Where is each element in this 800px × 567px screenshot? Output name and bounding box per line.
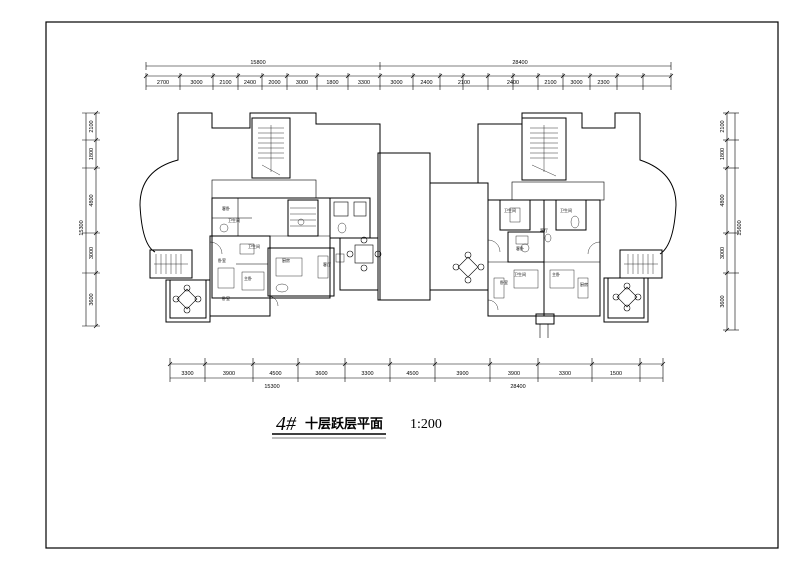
top-dim-label: 2400 — [420, 80, 432, 86]
left-unit-plan — [139, 112, 431, 323]
bottom-dim-label: 3300 — [559, 371, 571, 377]
top-dim-label: 3000 — [190, 80, 202, 86]
top-dim-label: 2400 — [507, 80, 519, 86]
bottom-dim-label: 3600 — [315, 371, 327, 377]
right-dimension-chain: 2100 1800 4800 3000 3600 15600 — [720, 110, 743, 333]
left-dim-label: 3600 — [89, 293, 95, 305]
title-number: 4# — [276, 413, 297, 435]
right-dim-label: 3600 — [720, 295, 726, 307]
room-label: 卫生间 — [514, 271, 526, 277]
left-dim-label: 1800 — [89, 148, 95, 160]
bottom-dim-label: 3300 — [361, 371, 373, 377]
top-dim-label: 1800 — [326, 80, 338, 86]
top-dim-label: 2300 — [597, 80, 609, 86]
room-label: 客卧 — [516, 245, 524, 251]
top-dim-label: 3000 — [296, 80, 308, 86]
room-label: 厨房 — [282, 257, 290, 263]
left-dimension-chain: 2100 1800 4800 3000 3600 15300 — [79, 110, 100, 329]
right-dim-label: 1800 — [720, 148, 726, 160]
left-dim-label: 2100 — [89, 120, 95, 132]
top-dim-label: 2400 — [244, 80, 256, 86]
bottom-dim-label: 1500 — [610, 371, 622, 377]
top-dimension-chain: 15800 28400 2700 3000 2100 2400 2000 3000 1800… — [143, 60, 674, 90]
top-dim-label: 3000 — [390, 80, 402, 86]
top-dim-label: 2700 — [157, 80, 169, 86]
drawing-title: 4# 十层跃层平面 1:200 — [272, 413, 442, 439]
left-dim-label: 4800 — [89, 194, 95, 206]
drawing-frame — [45, 21, 779, 549]
top-dim-label: 2000 — [268, 80, 280, 86]
top-total-right: 28400 — [512, 60, 527, 66]
bottom-dim-label: 4500 — [269, 371, 281, 377]
top-dim-label: 3300 — [358, 80, 370, 86]
bottom-dim-label: 3900 — [223, 371, 235, 377]
room-label: 厨房 — [580, 281, 588, 287]
room-label: 客厅 — [323, 261, 331, 267]
top-dim-label: 2100 — [458, 80, 470, 86]
top-dim-label: 2100 — [544, 80, 556, 86]
bottom-dim-label: 4500 — [406, 371, 418, 377]
title-scale: 1:200 — [410, 417, 442, 432]
right-room-labels: 卫生间卫生间客卧卫生间卧室主卧厨房客厅 — [500, 207, 588, 287]
room-label: 卫生间 — [560, 207, 572, 213]
room-label: 主卧 — [244, 275, 252, 281]
left-dim-label: 3000 — [89, 247, 95, 259]
bottom-dim-label: 3900 — [508, 371, 520, 377]
top-dim-label: 2100 — [219, 80, 231, 86]
room-label: 客卧 — [222, 205, 230, 211]
room-label: 卧室 — [500, 279, 508, 285]
bottom-dimension-chain: 3300 3900 4500 3600 3300 4500 3900 3900 3300 1500… — [167, 358, 666, 390]
right-unit-plan — [429, 112, 677, 338]
right-dim-label: 2100 — [720, 120, 726, 132]
bottom-total-right: 28400 — [510, 384, 525, 390]
room-label: 卧室 — [222, 295, 230, 301]
bottom-dim-label: 3900 — [456, 371, 468, 377]
bottom-dim-label: 3300 — [181, 371, 193, 377]
right-dim-label: 4800 — [720, 194, 726, 206]
room-label: 卫生间 — [504, 207, 516, 213]
room-label: 主卧 — [552, 271, 560, 277]
right-total: 15600 — [737, 220, 743, 235]
room-label: 卧室 — [218, 257, 226, 263]
title-text: 十层跃层平面 — [305, 416, 383, 432]
bottom-total-left: 15300 — [264, 384, 279, 390]
right-dim-label: 3000 — [720, 247, 726, 259]
top-total-left: 15800 — [250, 60, 265, 66]
top-dim-label: 3000 — [570, 80, 582, 86]
room-label: 卫生间 — [228, 217, 240, 223]
room-label: 客厅 — [540, 227, 548, 233]
room-label: 卫生间 — [248, 243, 260, 249]
left-total: 15300 — [79, 220, 85, 235]
